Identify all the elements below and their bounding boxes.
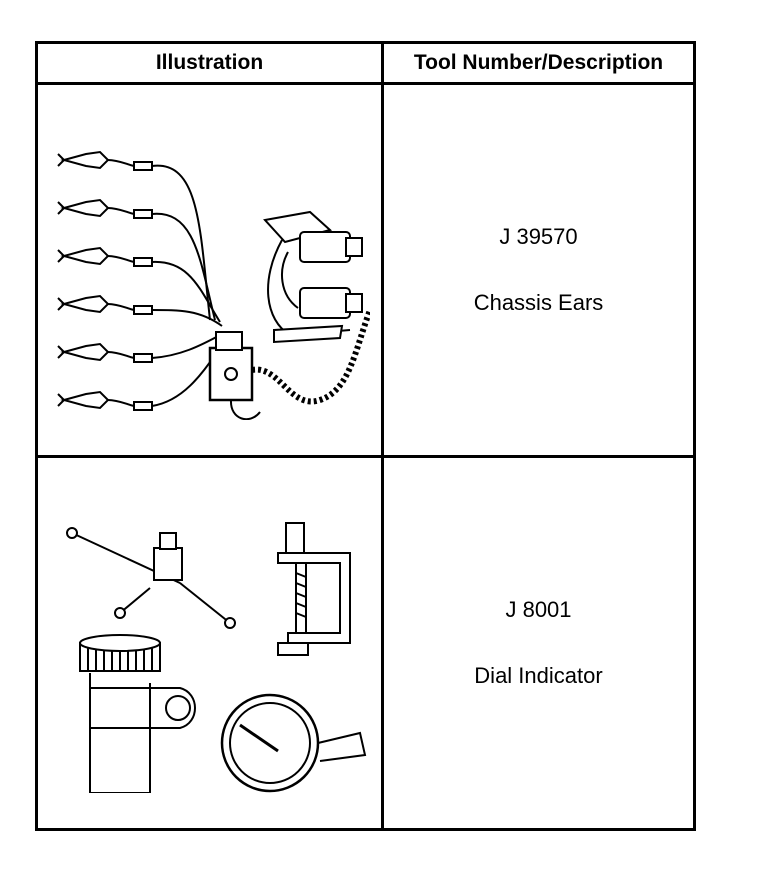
illustration-cell: [35, 82, 384, 458]
tool-table: Illustration Tool Number/Description: [35, 41, 696, 831]
illustration-cell: [35, 455, 384, 831]
tool-number: J 39570: [499, 224, 578, 249]
header-tool-description: Tool Number/Description: [381, 41, 696, 85]
table-row: J 8001 Dial Indicator: [35, 455, 696, 831]
dial-indicator-set-icon: [65, 522, 366, 793]
table-row: J 39570 Chassis Ears: [35, 82, 696, 458]
tool-name: Dial Indicator: [474, 663, 603, 688]
tool-number: J 8001: [505, 597, 572, 622]
header-row: Illustration Tool Number/Description: [35, 41, 696, 85]
tool-name: Chassis Ears: [473, 290, 604, 315]
description-cell: J 39570 Chassis Ears: [381, 82, 696, 458]
description-cell: J 8001 Dial Indicator: [381, 455, 696, 831]
header-illustration: Illustration: [35, 41, 384, 85]
chassis-ears-clamps-icon: [56, 150, 370, 420]
